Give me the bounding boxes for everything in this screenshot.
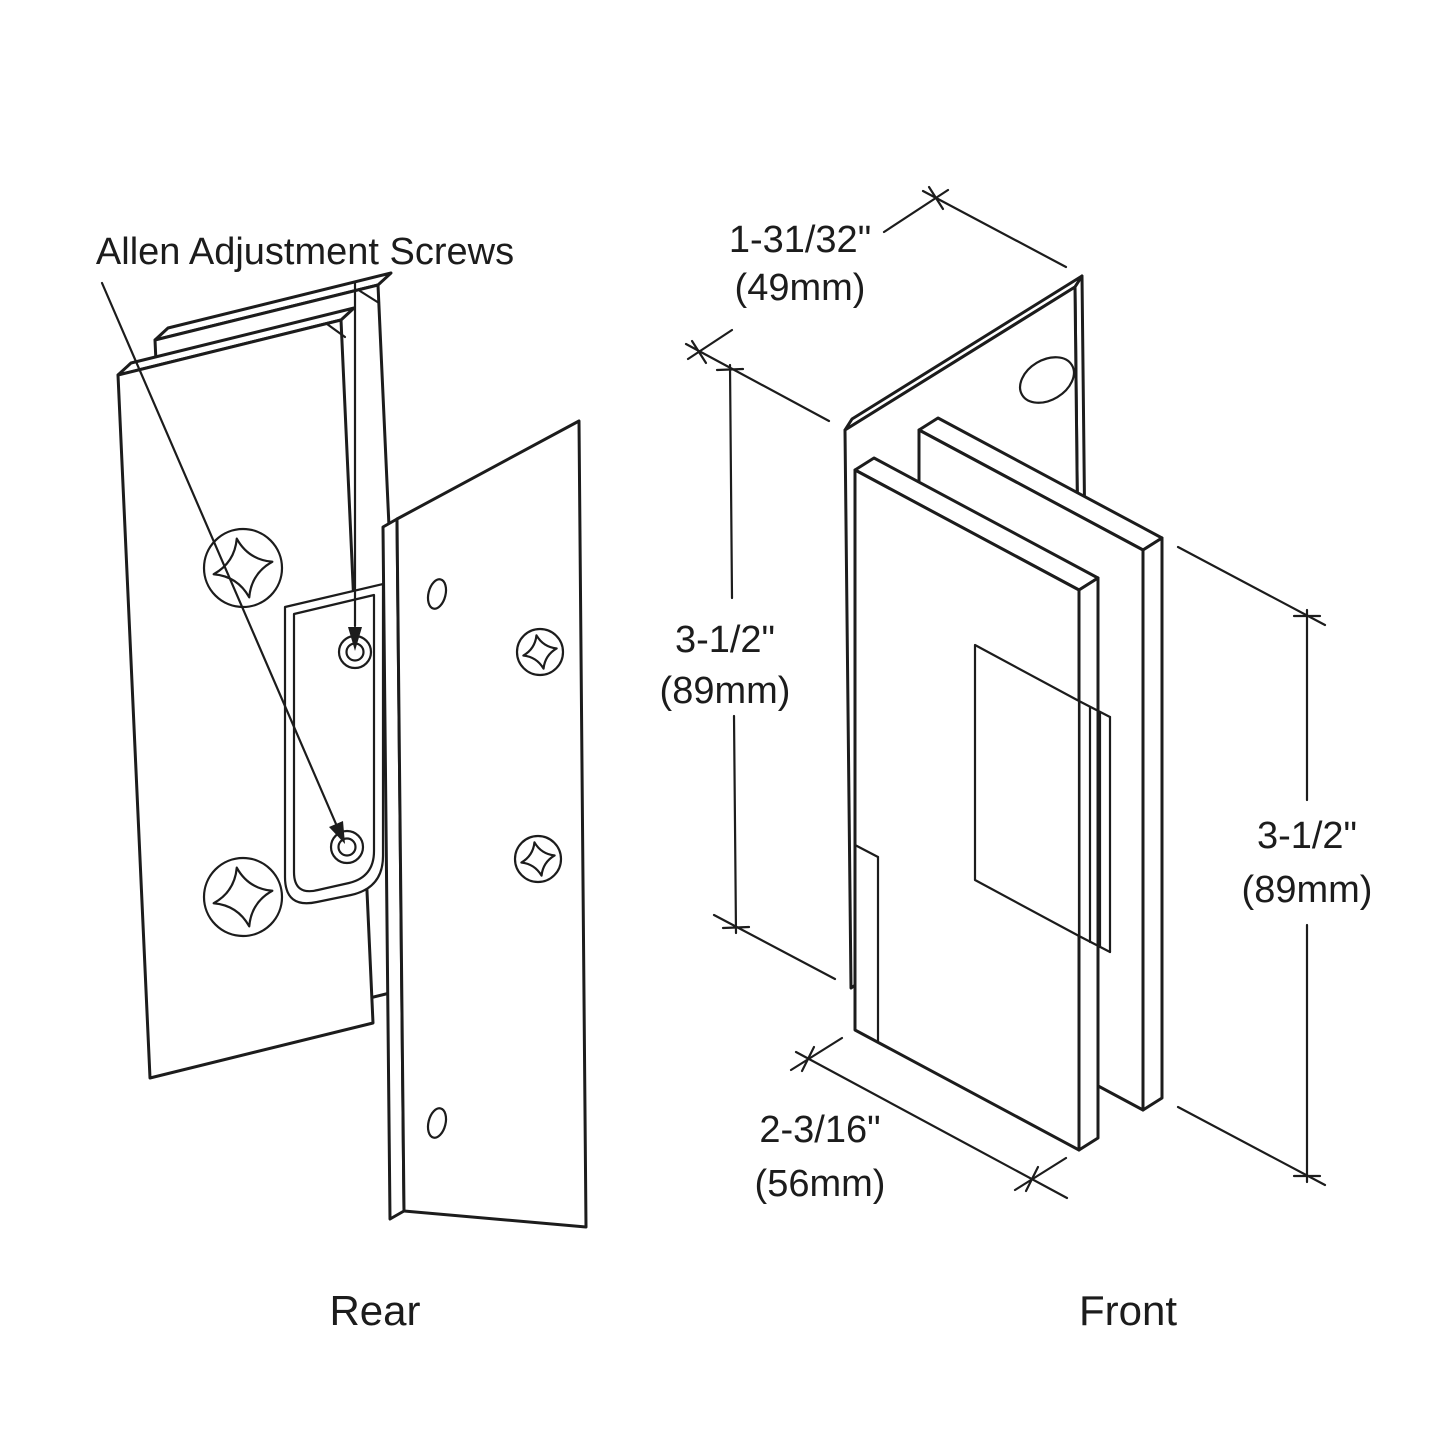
dimension-top-width: 1-31/32" (49mm): [684, 185, 1068, 423]
arrowhead-icon: [329, 821, 345, 844]
dim-wall-plate-height-metric: (89mm): [660, 670, 791, 712]
hinge-body-recess: [973, 643, 1112, 954]
phillips-screw-small-top: [515, 627, 565, 677]
dim-tick: [690, 339, 708, 365]
dim-bottom-width-imperial: 2-3/16": [759, 1109, 880, 1151]
front-view: 1-31/32" (49mm) 3-1/2" (89mm) 2-3/16" (5…: [660, 185, 1373, 1334]
dim-tick: [800, 1045, 816, 1073]
allen-screw-bottom: [329, 829, 365, 865]
front-plate-notch: [853, 843, 880, 1043]
phillips-screw-small-bottom: [513, 834, 563, 884]
dim-wall-plate-height-imperial: 3-1/2": [675, 619, 775, 661]
front-view-caption: Front: [1079, 1287, 1177, 1334]
rear-view: Allen Adjustment Screws Rear: [96, 231, 588, 1334]
phillips-screw-large-bottom: [202, 856, 284, 938]
rear-wall-plate: [381, 419, 588, 1229]
dim-tick: [927, 185, 945, 211]
dim-top-width-metric: (49mm): [735, 267, 866, 309]
allen-annotation: Allen Adjustment Screws: [96, 231, 514, 844]
pointer-arrow-diagonal: [100, 281, 345, 844]
rear-adjustment-recess: [283, 582, 385, 905]
phillips-screw-large-top: [202, 527, 284, 609]
arrowhead-icon: [348, 627, 362, 651]
dim-glass-plate-height-imperial: 3-1/2": [1257, 815, 1357, 857]
rear-view-caption: Rear: [329, 1287, 420, 1334]
allen-adjustment-screws-label: Allen Adjustment Screws: [96, 231, 514, 273]
pointer-arrow-vertical: [348, 281, 362, 651]
dim-glass-plate-height-metric: (89mm): [1242, 869, 1373, 911]
wall-plate-hole: [1018, 356, 1076, 404]
dim-tick: [721, 925, 751, 930]
dimension-glass-plate-height: 3-1/2" (89mm): [1176, 545, 1373, 1187]
dim-bottom-width-metric: (56mm): [755, 1163, 886, 1205]
front-front-plate: [853, 456, 1112, 1152]
dimension-bottom-width: 2-3/16" (56mm): [755, 1036, 1069, 1205]
dim-tick: [715, 367, 745, 372]
countersunk-hole-top: [426, 578, 448, 610]
dim-tick: [1024, 1165, 1040, 1193]
dimension-wall-plate-height: 3-1/2" (89mm): [660, 363, 837, 981]
dim-top-width-imperial: 1-31/32": [729, 219, 871, 261]
countersunk-hole-bottom: [426, 1107, 448, 1139]
